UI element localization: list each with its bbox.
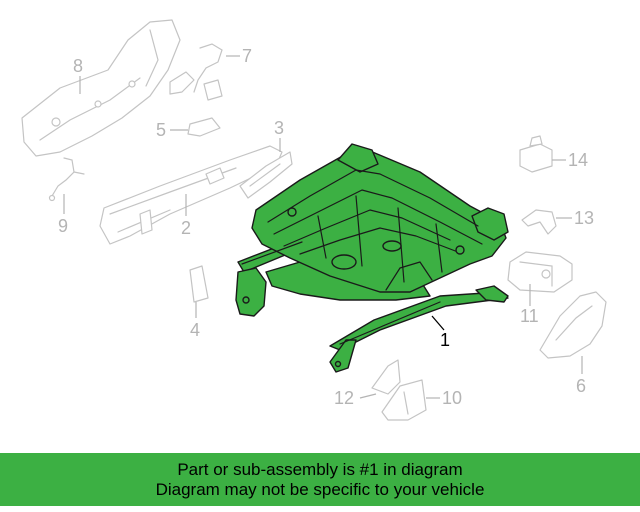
callout-4: 4 bbox=[190, 320, 200, 340]
part-5-cover[interactable] bbox=[187, 117, 221, 137]
callout-12: 12 bbox=[334, 388, 354, 408]
parts-diagram: 8 7 5 3 2 9 4 14 13 11 6 12 10 1 bbox=[21, 19, 607, 421]
part-4-plate[interactable] bbox=[189, 265, 209, 303]
callout-10: 10 bbox=[442, 388, 462, 408]
banner-line-1: Part or sub-assembly is #1 in diagram bbox=[177, 459, 463, 479]
callout-14: 14 bbox=[568, 150, 588, 170]
part-10-lower-cover[interactable] bbox=[381, 379, 427, 421]
callout-2: 2 bbox=[181, 218, 191, 238]
callout-11: 11 bbox=[520, 306, 539, 326]
callout-1: 1 bbox=[440, 330, 450, 350]
banner-line-2: Diagram may not be specific to your vehi… bbox=[155, 479, 485, 499]
part-13-cap[interactable] bbox=[521, 209, 557, 235]
info-banner: Part or sub-assembly is #1 in diagram Di… bbox=[0, 453, 640, 506]
part-8-side-trim[interactable] bbox=[21, 19, 181, 157]
callout-7: 7 bbox=[242, 46, 252, 66]
part-14-knob[interactable] bbox=[519, 135, 553, 173]
callout-13: 13 bbox=[574, 208, 594, 228]
part-6-shield[interactable] bbox=[539, 291, 607, 359]
part-7-harness[interactable] bbox=[169, 43, 223, 101]
part-9-link[interactable] bbox=[48, 157, 85, 202]
leader-lines bbox=[63, 55, 583, 399]
callout-5: 5 bbox=[156, 120, 166, 140]
part-12-bracket[interactable] bbox=[371, 359, 401, 395]
callout-3: 3 bbox=[274, 118, 284, 138]
callout-9: 9 bbox=[58, 216, 68, 236]
part-1-seat-frame[interactable] bbox=[235, 143, 509, 373]
part-11-motor[interactable] bbox=[507, 251, 573, 293]
callout-6: 6 bbox=[576, 376, 586, 396]
part-3-bracket[interactable] bbox=[239, 151, 293, 199]
callout-8: 8 bbox=[73, 56, 83, 76]
